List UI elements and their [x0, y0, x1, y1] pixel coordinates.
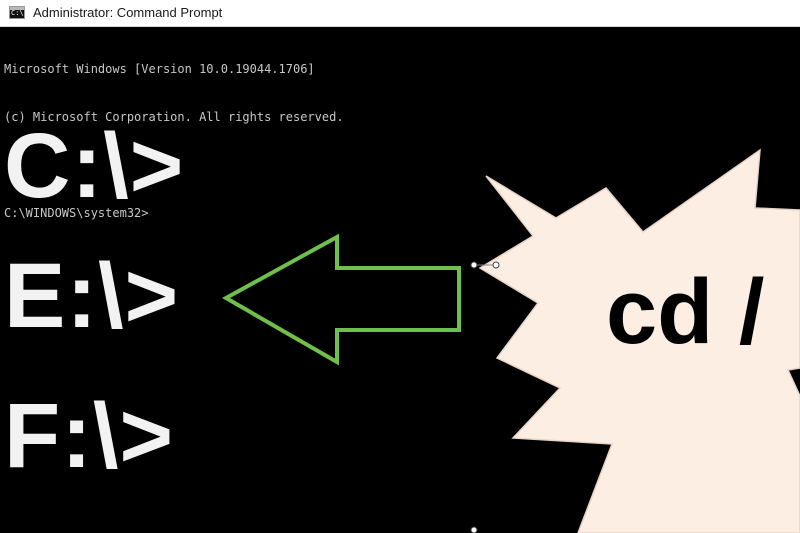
- cmd-icon-glyph: C:\.: [11, 9, 28, 17]
- drive-e-prompt: E:\>: [4, 245, 180, 347]
- left-arrow-icon: [221, 233, 461, 366]
- cmd-icon-title-strip: [10, 7, 24, 10]
- drive-f-prompt: F:\>: [4, 385, 175, 487]
- window-title: Administrator: Command Prompt: [33, 5, 223, 20]
- cd-command-label: cd /: [606, 261, 765, 363]
- console-prompt-line: C:\WINDOWS\system32>: [4, 206, 149, 220]
- console-copyright-line: (c) Microsoft Corporation. All rights re…: [4, 110, 344, 124]
- bottom-selection-handle[interactable]: [470, 526, 478, 533]
- starburst-shape: [478, 148, 800, 533]
- title-bar[interactable]: C:\. Administrator: Command Prompt: [0, 0, 800, 27]
- cmd-icon[interactable]: C:\.: [9, 6, 28, 19]
- console-version-line: Microsoft Windows [Version 10.0.19044.17…: [4, 62, 315, 76]
- console-output[interactable]: Microsoft Windows [Version 10.0.19044.17…: [4, 29, 344, 253]
- selection-handle[interactable]: [470, 261, 500, 269]
- drive-c-prompt: C:\>: [4, 115, 185, 217]
